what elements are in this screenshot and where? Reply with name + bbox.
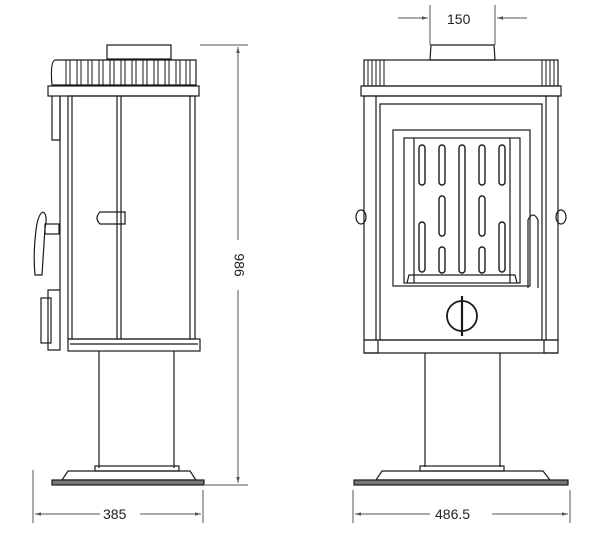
air-box <box>40 297 52 344</box>
top-plate <box>47 85 200 97</box>
door-frame <box>379 103 543 341</box>
height-dimension-label: 986 <box>231 250 248 280</box>
base-top <box>60 470 198 481</box>
flue-collar <box>106 44 172 60</box>
corner-ribs <box>367 60 555 86</box>
side-body <box>67 95 196 340</box>
top-plate <box>360 85 562 97</box>
door-handle <box>96 211 126 225</box>
front-width-dimension-label: 486.5 <box>432 506 474 522</box>
flue-dimension-label: 150 <box>444 11 474 27</box>
firebox-window <box>392 129 531 287</box>
right-knob <box>555 209 567 225</box>
dimension-lines <box>32 5 571 523</box>
side-view <box>33 44 205 486</box>
side-lever <box>33 211 47 276</box>
base-plate <box>51 479 205 486</box>
door-latch <box>527 214 539 288</box>
grate <box>406 274 518 284</box>
base-top <box>374 470 552 481</box>
pedestal-collar <box>94 465 180 472</box>
left-knob <box>355 209 367 225</box>
top-crown <box>50 59 197 86</box>
firebox-slots <box>418 144 506 274</box>
base-plate <box>353 479 569 486</box>
flue-collar <box>429 44 496 61</box>
top-ribs <box>65 60 191 85</box>
pedestal-collar <box>419 465 505 472</box>
side-width-dimension-label: 385 <box>100 506 130 522</box>
front-view <box>353 44 569 486</box>
bottom-plate <box>67 338 201 352</box>
top-crown <box>363 59 559 87</box>
